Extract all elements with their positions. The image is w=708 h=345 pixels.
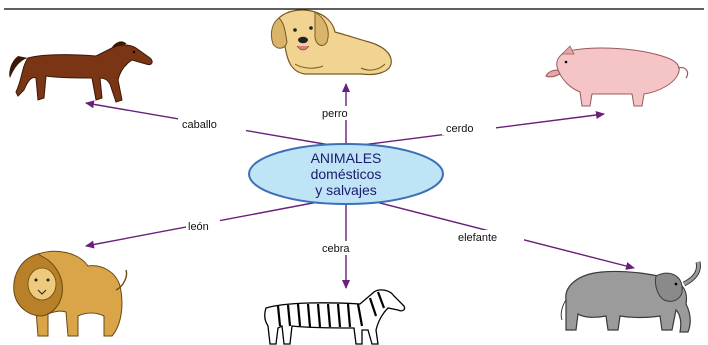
label-leon: león (188, 221, 209, 233)
elephant-icon (561, 262, 698, 332)
center-subtitle-line2: y salvajes (315, 182, 376, 198)
horse-icon (9, 42, 152, 102)
center-node: ANIMALES domésticos y salvajes (249, 144, 443, 204)
label-perro: perro (322, 108, 348, 120)
zebra-icon (265, 290, 405, 344)
label-elefante: elefante (458, 232, 497, 244)
center-title: ANIMALES (311, 150, 382, 166)
label-cebra: cebra (322, 243, 350, 255)
pig-icon (546, 46, 688, 106)
lion-icon (14, 251, 127, 336)
label-cerdo: cerdo (446, 123, 474, 135)
dog-icon (271, 10, 391, 75)
center-subtitle-line1: domésticos (311, 166, 382, 182)
label-caballo: caballo (182, 119, 217, 131)
